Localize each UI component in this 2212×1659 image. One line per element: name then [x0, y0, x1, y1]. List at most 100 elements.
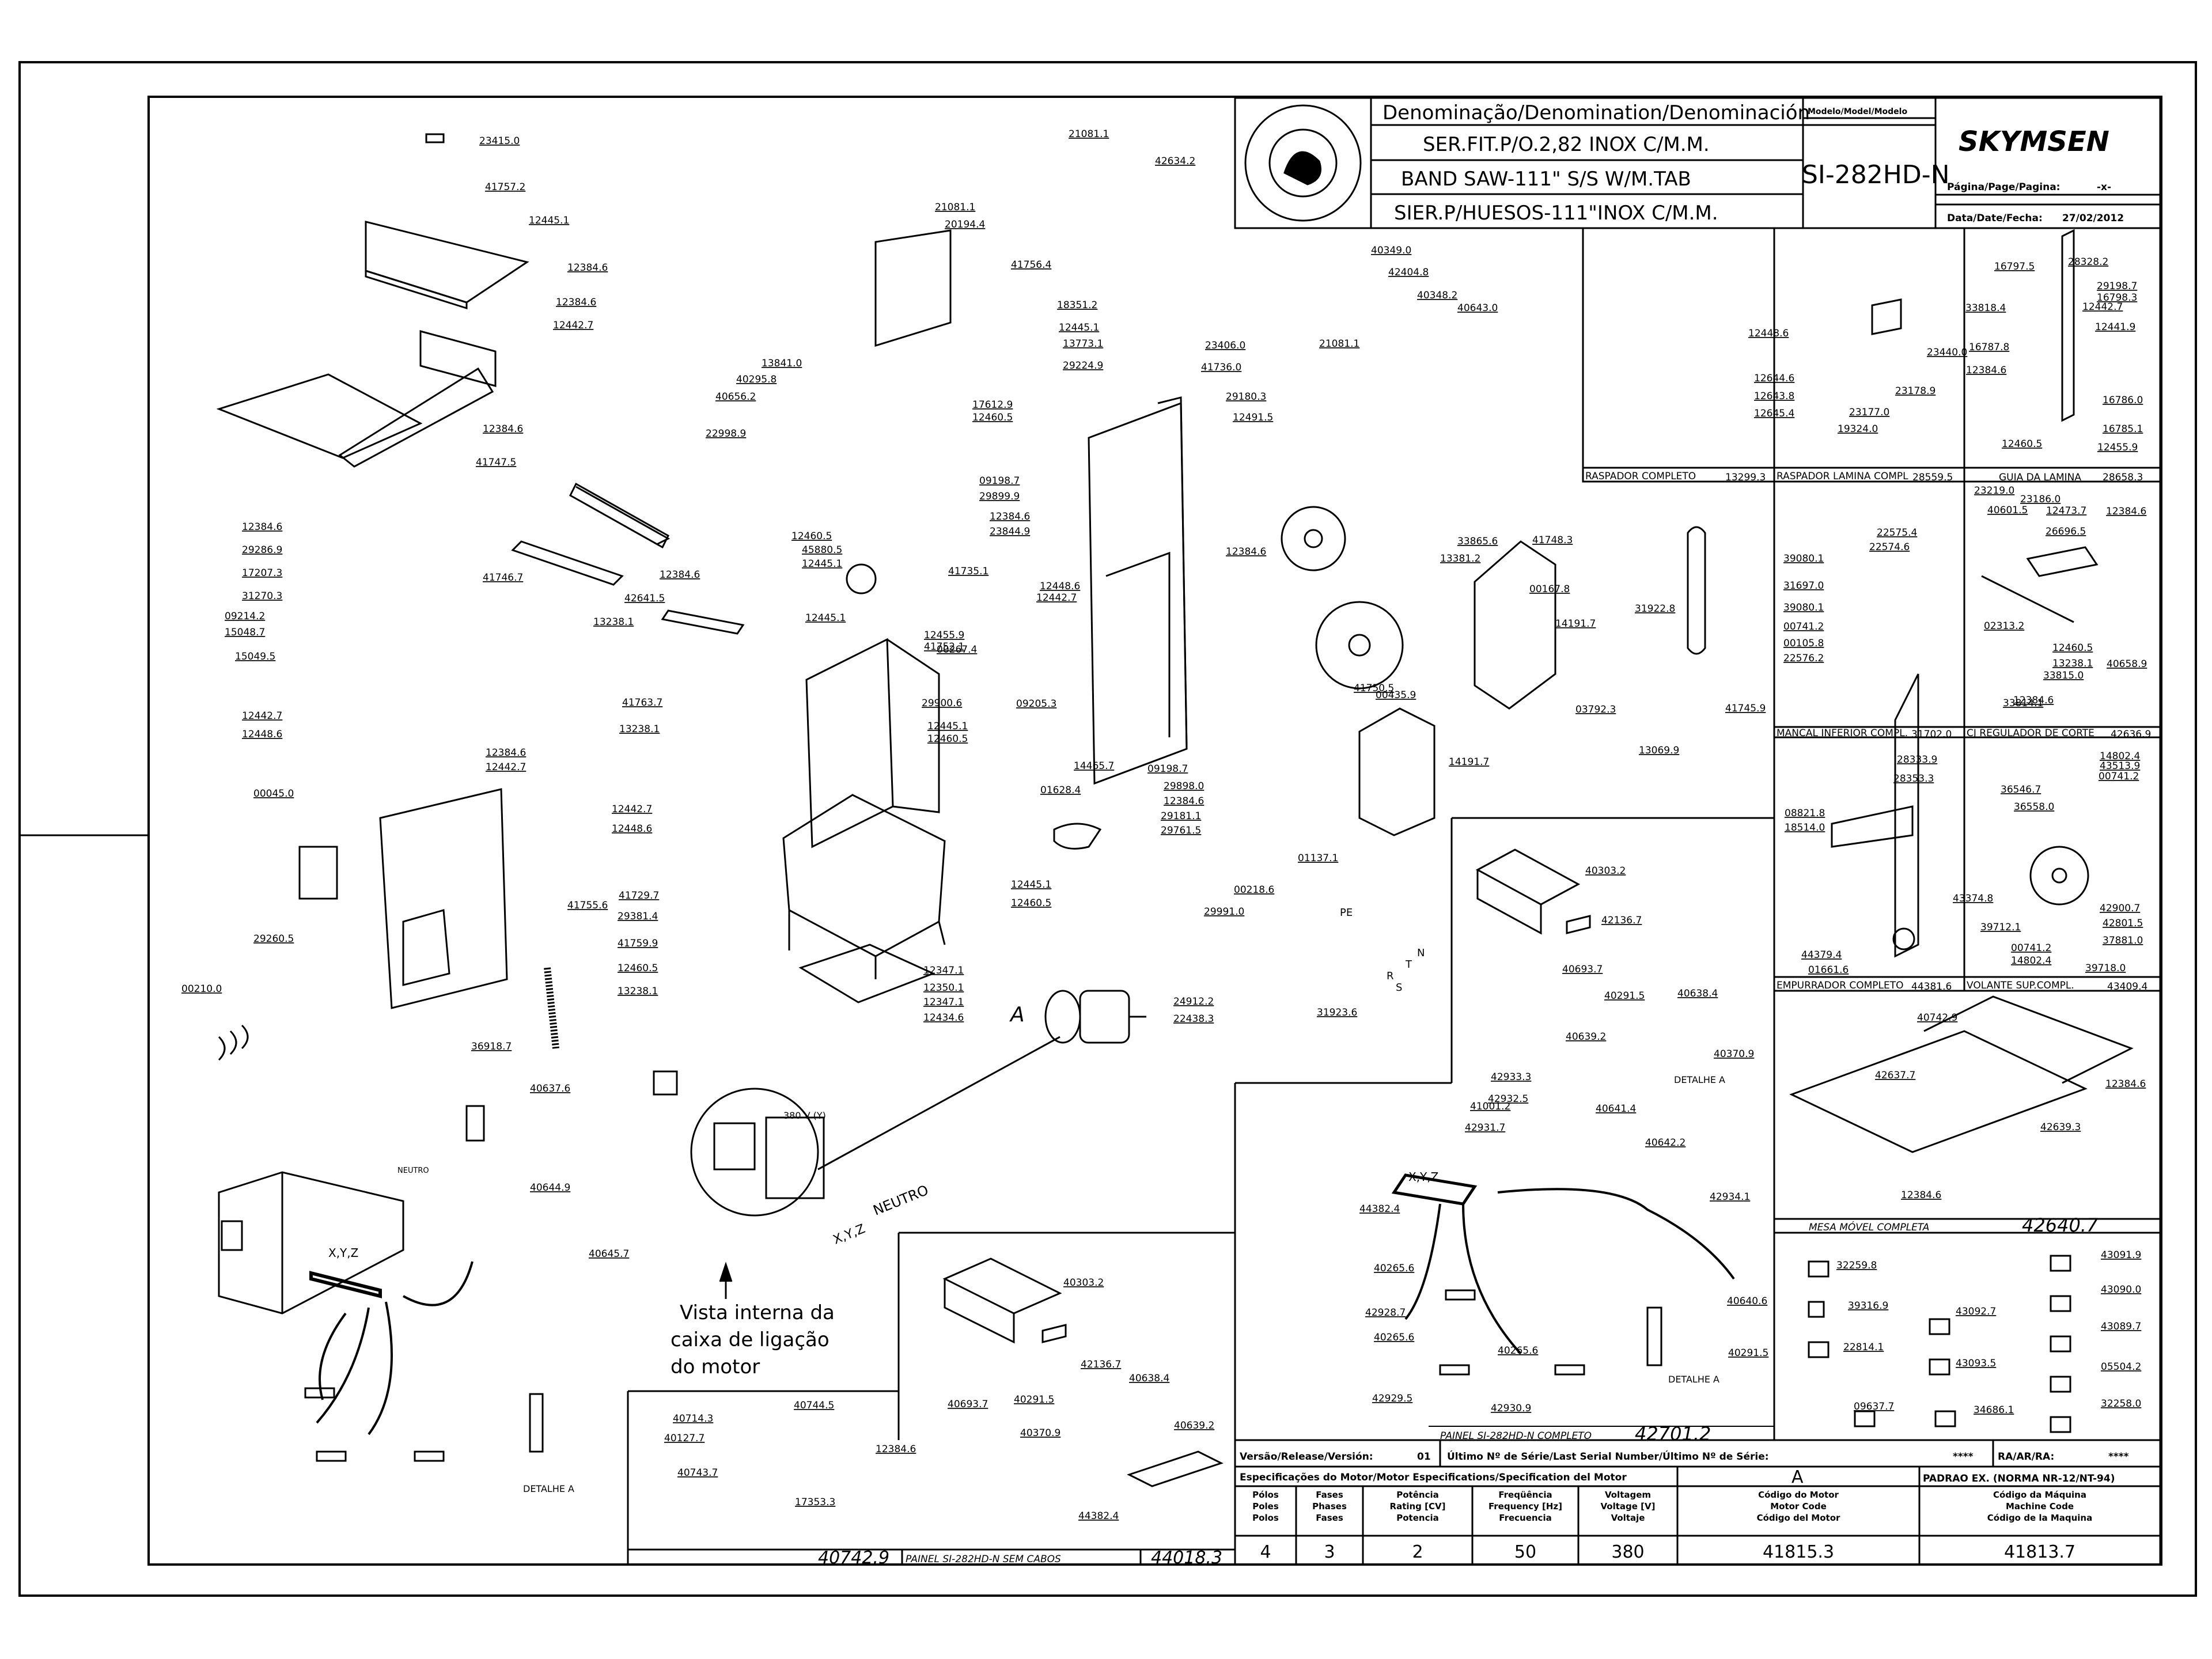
part-number-label: 40291.5: [1014, 1394, 1054, 1406]
motor-spec-col-label: Motor Code: [1770, 1501, 1827, 1512]
date-value: 27/02/2012: [2062, 213, 2124, 224]
part-number-label: 41001.2: [1470, 1101, 1510, 1112]
part-number-label: 40643.0: [1457, 302, 1498, 314]
motor-letter: A: [1009, 1003, 1025, 1027]
wire-s: S: [1396, 982, 1402, 994]
part-number-label: 36546.7: [2001, 784, 2041, 796]
part-number-label: 12448.6: [1040, 581, 1080, 592]
part-number-label: 22814.1: [1843, 1342, 1884, 1353]
motor-spec-col-label: Fases: [1316, 1513, 1343, 1523]
label-painel-sem-cabos: PAINEL SI-282HD-N SEM CABOS: [906, 1554, 1061, 1565]
motor-spec-col-label: Potência: [1396, 1490, 1438, 1500]
part-number-label: 00218.6: [1234, 884, 1274, 896]
part-number-label: 23219.0: [1974, 485, 2014, 497]
part-number-label: 40744.5: [794, 1400, 834, 1411]
wire-t: T: [1405, 959, 1412, 971]
part-number-label: 40638.4: [1677, 988, 1718, 999]
part-number-label: 41748.3: [1532, 535, 1573, 546]
part-number-label: 12442.7: [242, 710, 282, 722]
wire-n: N: [1417, 947, 1425, 959]
motor-spec-col-label: Voltage [V]: [1601, 1501, 1656, 1512]
label-guia-lamina: GUIA DA LAMINA: [1999, 472, 2081, 483]
painel-sem-cabos-strip: [628, 1548, 1235, 1565]
part-number-label: 00105.8: [1783, 638, 1824, 649]
part-number-label: 42639.3: [2040, 1122, 2081, 1133]
part-number-label: 23440.0: [1927, 347, 1967, 358]
part-number-label: 02313.2: [1984, 620, 2024, 632]
part-number-label: 40644.9: [530, 1182, 570, 1194]
part-number-label: 45880.5: [802, 544, 842, 556]
part-number-label: 43090.0: [2101, 1284, 2141, 1296]
part-number-label: 12384.6: [876, 1444, 916, 1455]
release-value: 01: [1417, 1451, 1431, 1463]
part-number-label: 26696.5: [2046, 526, 2086, 537]
motor-spec-col-label: Rating [CV]: [1390, 1501, 1446, 1512]
part-number-label: 08821.8: [1785, 808, 1825, 819]
note-detalhe-a-3: DETALHE A: [1674, 1074, 1725, 1085]
part-number-label: 12384.6: [990, 511, 1030, 522]
part-number-label: 17612.9: [972, 399, 1013, 411]
part-number-label: 40303.2: [1585, 865, 1626, 877]
part-number-label: 12442.7: [486, 762, 526, 773]
note-vista-1: Vista interna da: [680, 1301, 835, 1324]
part-number-label: 40637.6: [530, 1083, 570, 1094]
part-number-label: 19324.0: [1838, 423, 1878, 435]
motor-spec-table: [1234, 1439, 2161, 1566]
part-number-label: 12460.5: [791, 531, 832, 542]
part-number-label: 12445.1: [529, 215, 569, 226]
code-painel-sem-cabos: 44018.3: [1151, 1548, 1222, 1568]
part-number-label: 00267.4: [937, 644, 977, 656]
part-number-label: 41735.1: [948, 566, 988, 577]
part-number-label: 16798.3: [2097, 292, 2137, 304]
part-number-label: 42404.8: [1388, 267, 1429, 278]
part-number-label: 12448.6: [242, 729, 282, 740]
part-number-label: 41736.0: [1201, 362, 1241, 373]
part-number-label: 40291.5: [1604, 990, 1645, 1002]
part-number-label: 24912.2: [1173, 996, 1214, 1007]
note-vista-2: caixa de ligação: [671, 1328, 830, 1351]
motor-spec-col-label: Pólos: [1252, 1490, 1279, 1500]
part-number-label: 40638.4: [1129, 1373, 1169, 1384]
part-number-label: 42900.7: [2100, 903, 2140, 914]
motor-spec-col-value: 380: [1611, 1542, 1644, 1562]
part-number-label: 12455.9: [2097, 442, 2138, 453]
part-number-label: 00741.2: [2099, 771, 2139, 782]
label-mancal-inferior: MANCAL INFERIOR COMPL.: [1777, 728, 1908, 739]
part-number-label: 13238.1: [593, 616, 634, 628]
part-number-label: 12448.6: [612, 823, 652, 835]
part-number-label: 15049.5: [235, 651, 275, 662]
part-number-label: 22574.6: [1869, 541, 1910, 553]
part-number-label: 22998.9: [706, 428, 746, 440]
part-number-label: 40742.9: [1917, 1012, 1957, 1024]
part-number-labels: 23415.041757.212445.112384.612384.612442…: [181, 128, 2147, 1522]
motor-spec-col-label: Machine Code: [2006, 1501, 2074, 1512]
label-empurrador: EMPURRADOR COMPLETO: [1777, 980, 1904, 991]
part-number-label: 18351.2: [1057, 300, 1097, 311]
part-number-label: 12442.7: [2082, 301, 2123, 313]
part-number-label: 12445.1: [802, 558, 842, 570]
part-number-label: 33815.0: [2043, 670, 2084, 681]
part-number-label: 40348.2: [1417, 290, 1457, 301]
part-number-label: 12645.4: [1754, 408, 1794, 419]
note-voltage: 380 V (Y): [783, 1110, 826, 1121]
code-mesa-movel: 42640.7: [2022, 1214, 2099, 1236]
part-number-label: 12442.7: [553, 320, 593, 331]
part-number-label: 42933.3: [1491, 1071, 1531, 1083]
motor-spec-col-label: Poles: [1252, 1501, 1279, 1512]
part-number-label: 12442.7: [612, 804, 652, 815]
part-number-label: 21081.1: [935, 202, 975, 213]
part-number-label: 09198.7: [1147, 763, 1188, 775]
title-block: [1234, 97, 2161, 229]
part-number-label: 12347.1: [923, 965, 964, 976]
part-number-label: 42634.2: [1155, 156, 1195, 167]
part-number-label: 40265.6: [1374, 1332, 1414, 1343]
part-number-label: 41752.1: [924, 641, 964, 653]
part-number-label: 22575.4: [1877, 527, 1917, 539]
motor-spec-col-label: Código da Máquina: [1993, 1490, 2086, 1500]
part-number-label: 40370.9: [1020, 1427, 1060, 1439]
model-code: SI-282HD-N: [1802, 160, 1950, 190]
part-number-label: 29381.4: [618, 911, 658, 922]
motor-spec-col-value: 2: [1412, 1542, 1423, 1562]
motor-spec-col-value: 50: [1514, 1542, 1536, 1562]
part-number-label: 23844.9: [990, 526, 1030, 537]
